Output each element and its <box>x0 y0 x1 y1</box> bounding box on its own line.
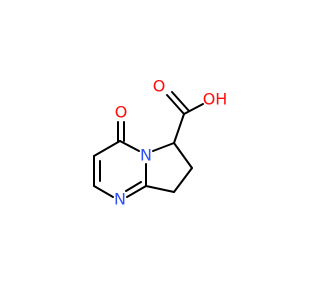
nitrogen-pyrimidine-label: N <box>114 190 126 209</box>
bond-acid-carbonyl-double <box>171 91 190 112</box>
bond-acid-hydroxyl <box>183 103 204 115</box>
bond-c4-c5 <box>93 140 121 157</box>
bond-c6-acid-carbon <box>173 113 185 144</box>
bond-n1-c8a <box>126 185 147 198</box>
bond-c8-c8a <box>145 185 175 193</box>
bond-acid-carbonyl <box>166 94 185 115</box>
bond-n4-c4 <box>119 140 140 152</box>
oxygen-acid-label: O <box>153 77 166 96</box>
bond-n4-c6 <box>152 142 175 152</box>
hydroxyl-label: OH <box>203 90 228 109</box>
bond-c6-n1 <box>93 185 114 198</box>
bond-n1-c8a-double <box>125 181 142 192</box>
oxygen-carbonyl-label: O <box>115 103 128 122</box>
chemical-structure-diagram: O O OH N N <box>93 77 227 209</box>
bonds <box>93 91 204 198</box>
bond-c6-c7 <box>173 142 193 169</box>
bond-c7-c8 <box>173 167 193 193</box>
atom-labels: O O OH N N <box>114 77 227 209</box>
nitrogen-ring-fusion-label: N <box>140 146 152 165</box>
